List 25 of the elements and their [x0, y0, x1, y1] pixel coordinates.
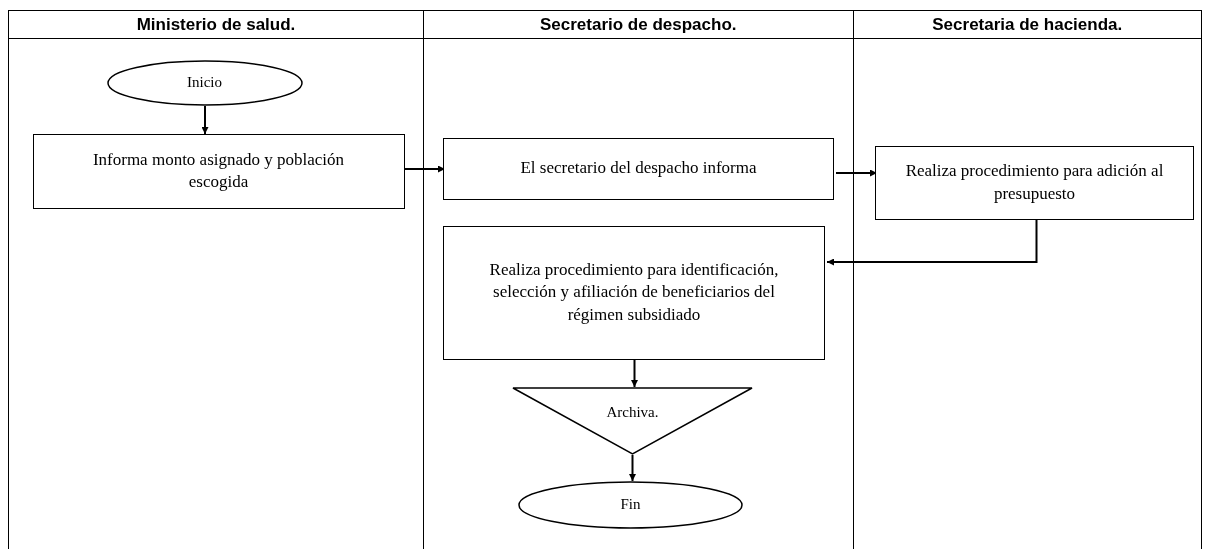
lane-header: Secretaria de hacienda.	[853, 11, 1201, 39]
swimlane	[852, 10, 1202, 549]
lane-header: Secretario de despacho.	[423, 11, 853, 39]
arrow	[631, 359, 638, 388]
node-label: El secretario del despacho informa	[519, 157, 758, 180]
lane-header: Ministerio de salud.	[9, 11, 423, 39]
node-label: Informa monto asignado y población escogida	[91, 148, 346, 193]
process-box	[443, 137, 834, 200]
process-box	[875, 145, 1194, 220]
swimlane	[8, 10, 424, 549]
arrow	[629, 454, 636, 482]
node-label: Archiva.	[605, 402, 660, 422]
merge-triangle	[512, 386, 753, 455]
arrow	[404, 165, 446, 173]
node-label: Fin	[619, 494, 642, 514]
arrow	[835, 169, 878, 177]
arrow	[201, 105, 209, 135]
terminator-ellipse	[106, 59, 303, 106]
node-label: Realiza procedimiento para adición al presupuesto	[904, 160, 1165, 205]
node-label: Inicio	[186, 72, 223, 92]
process-box	[32, 133, 405, 209]
terminator-ellipse	[518, 480, 743, 529]
node-label: Realiza procedimiento para identificación, selección y afiliación de beneficiarios del régimen subsidiado	[488, 259, 780, 326]
arrow	[826, 219, 1038, 266]
process-box	[443, 225, 825, 360]
